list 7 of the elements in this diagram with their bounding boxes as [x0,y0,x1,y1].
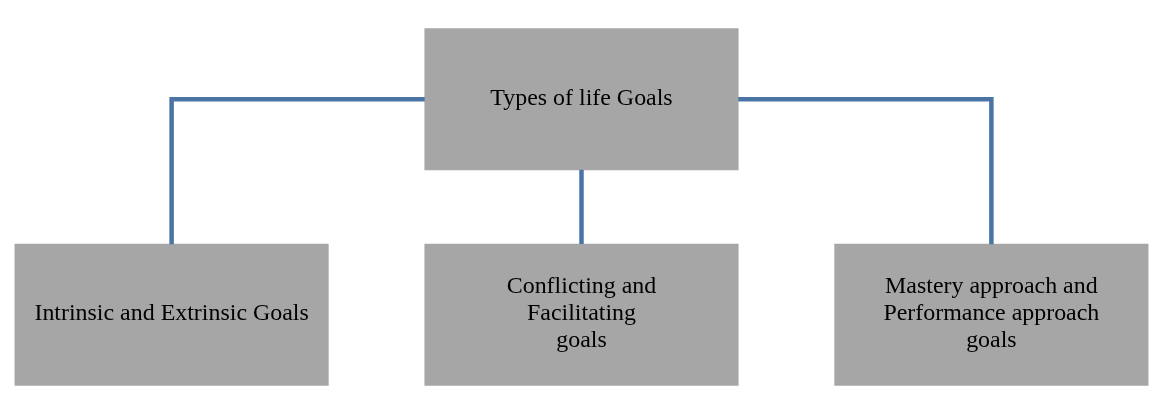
node-box: Mastery approach and Performance approach goals [834,243,1149,386]
node-box: Intrinsic and Extrinsic Goals [14,243,329,386]
node-box: Conflicting and Facilitating goals [424,243,739,386]
connector [169,97,425,245]
connector [738,97,994,245]
connector [579,169,584,244]
node-box: Types of life Goals [424,28,739,171]
